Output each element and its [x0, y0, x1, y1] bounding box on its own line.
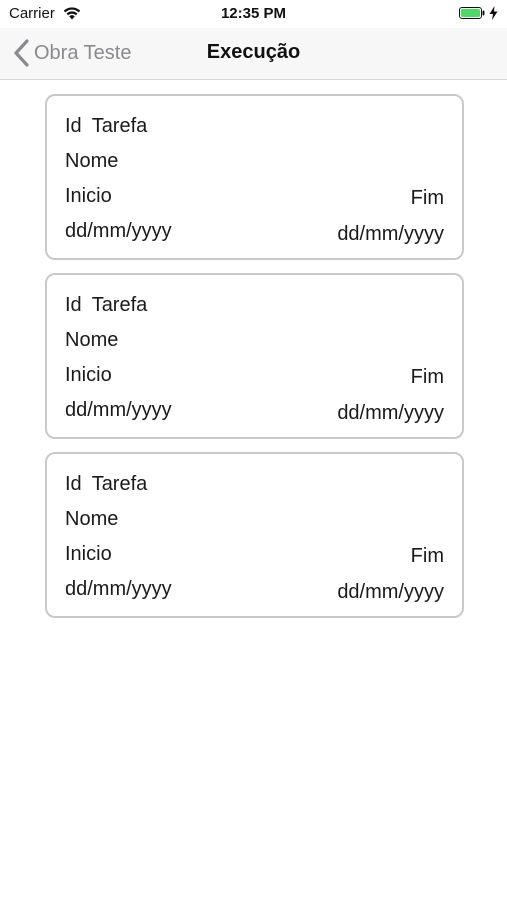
back-button-label: Obra Teste — [34, 41, 132, 64]
task-end-date: dd/mm/yyyy — [337, 402, 444, 424]
status-bar: Carrier 12:35 PM — [0, 0, 507, 28]
chevron-left-icon — [14, 39, 29, 67]
task-card[interactable]: Id Tarefa Nome Inicio Fim dd/mm/yyyy dd/m… — [45, 273, 464, 439]
task-id-value: Tarefa — [91, 294, 148, 316]
task-dates-row: dd/mm/yyyy dd/mm/yyyy — [65, 220, 444, 245]
task-name-label: Nome — [65, 150, 119, 172]
charging-bolt-icon — [489, 6, 498, 20]
task-date-labels-row: Inicio Fim — [65, 543, 444, 567]
task-card[interactable]: Id Tarefa Nome Inicio Fim dd/mm/yyyy dd/m… — [45, 94, 464, 260]
task-id-value: Tarefa — [91, 115, 148, 137]
wifi-icon — [63, 7, 81, 20]
task-end-label: Fim — [410, 366, 444, 388]
task-id-row: Id Tarefa — [65, 473, 444, 496]
status-time: 12:35 PM — [220, 5, 287, 22]
task-name-label: Nome — [65, 508, 119, 530]
task-id-value: Tarefa — [91, 473, 148, 495]
task-end-label: Fim — [410, 187, 444, 209]
task-start-date: dd/mm/yyyy — [65, 220, 172, 242]
task-id-row: Id Tarefa — [65, 294, 444, 317]
task-id-label: Id — [65, 294, 82, 316]
back-button[interactable]: Obra Teste — [12, 36, 131, 70]
task-start-date: dd/mm/yyyy — [65, 578, 172, 600]
task-date-labels-row: Inicio Fim — [65, 185, 444, 209]
task-name-label: Nome — [65, 329, 119, 351]
task-dates-row: dd/mm/yyyy dd/mm/yyyy — [65, 578, 444, 603]
task-id-row: Id Tarefa — [65, 115, 444, 138]
navigation-bar: Obra Teste Execução — [0, 28, 507, 80]
task-end-date: dd/mm/yyyy — [337, 223, 444, 245]
task-start-label: Inicio — [65, 543, 112, 565]
task-end-label: Fim — [410, 545, 444, 567]
task-end-date: dd/mm/yyyy — [337, 581, 444, 603]
task-id-label: Id — [65, 473, 82, 495]
task-id-label: Id — [65, 115, 82, 137]
carrier-label: Carrier — [9, 5, 55, 22]
task-name-row: Nome — [65, 150, 444, 173]
task-start-date: dd/mm/yyyy — [65, 399, 172, 421]
task-card[interactable]: Id Tarefa Nome Inicio Fim dd/mm/yyyy dd/m… — [45, 452, 464, 618]
page-title: Execução — [206, 41, 301, 63]
task-start-label: Inicio — [65, 185, 112, 207]
task-dates-row: dd/mm/yyyy dd/mm/yyyy — [65, 399, 444, 424]
task-date-labels-row: Inicio Fim — [65, 364, 444, 388]
task-name-row: Nome — [65, 508, 444, 531]
task-name-row: Nome — [65, 329, 444, 352]
task-start-label: Inicio — [65, 364, 112, 386]
battery-icon — [459, 7, 485, 19]
